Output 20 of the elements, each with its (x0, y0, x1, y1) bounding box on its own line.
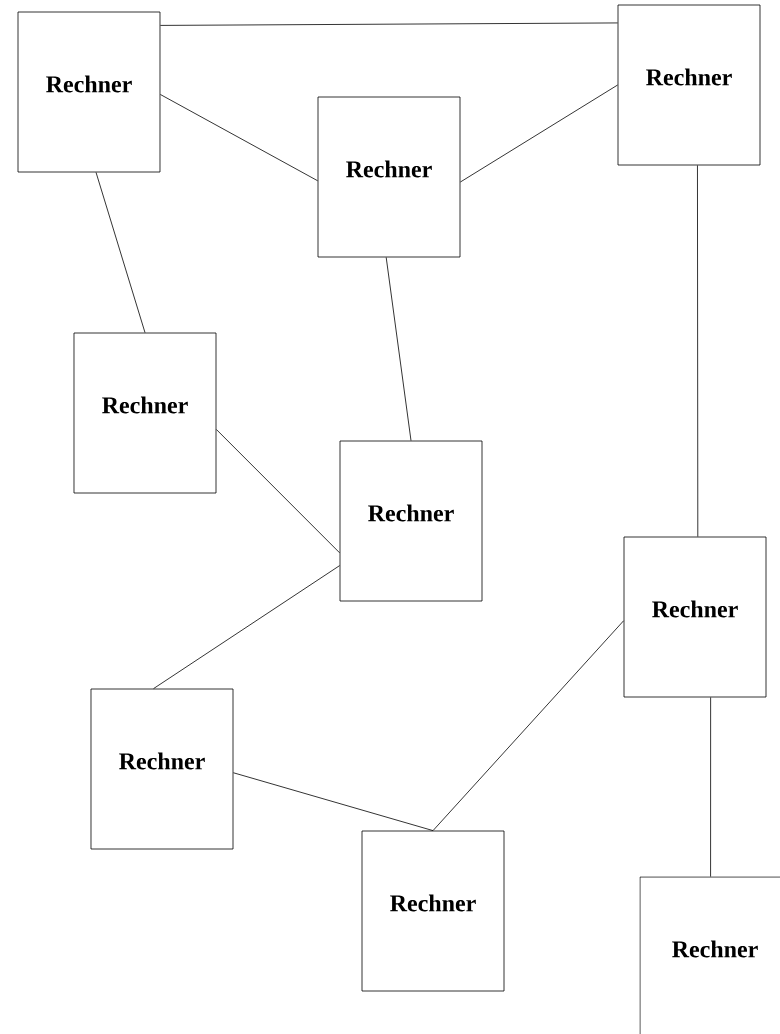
connection-line (153, 565, 340, 689)
connection-line (95, 172, 146, 333)
connection-line (697, 165, 699, 537)
connection-line (160, 22, 618, 26)
connection-line (160, 94, 318, 182)
computer-box: Rechner (617, 4, 761, 166)
connection-line (385, 257, 412, 441)
computer-box: Rechner (17, 11, 161, 173)
computer-box: Rechner (90, 688, 234, 850)
connection-line (233, 772, 434, 831)
computer-box: Rechner (361, 830, 505, 992)
connection-line (432, 620, 624, 831)
connection-line (710, 697, 712, 877)
computer-box: Rechner (339, 440, 483, 602)
computer-box: Rechner (623, 536, 767, 698)
connection-line (216, 429, 340, 554)
connection-line (460, 84, 618, 183)
computer-box: Rechner (73, 332, 217, 494)
computer-box: Rechner (639, 876, 780, 1034)
computer-box: Rechner (317, 96, 461, 258)
